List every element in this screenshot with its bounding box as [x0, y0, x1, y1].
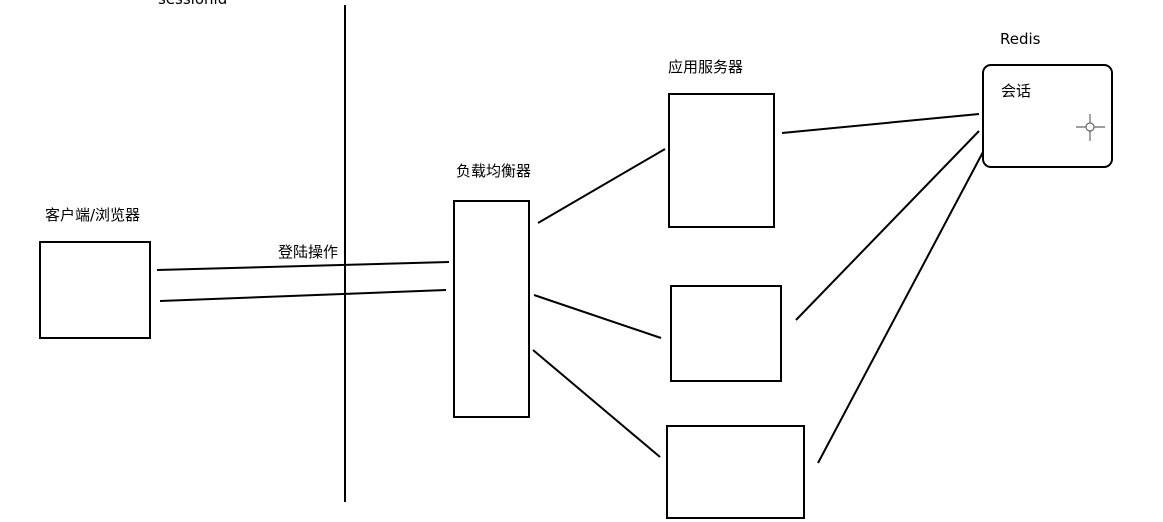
login-request-line [156, 261, 450, 271]
session-store-label: 会话 [1001, 82, 1031, 100]
client-box [39, 241, 151, 339]
app-server-label: 应用服务器 [668, 58, 743, 76]
lb-to-server-2-line [533, 294, 662, 339]
session-top-label: sessionid [158, 0, 227, 8]
server-1-to-redis-line [781, 113, 980, 134]
lb-to-server-3-line [532, 349, 661, 458]
login-label: 登陆操作 [278, 243, 338, 261]
redis-box [982, 64, 1113, 168]
login-response-line [159, 289, 447, 302]
client-label: 客户端/浏览器 [45, 206, 140, 224]
app-server-box-3 [666, 425, 805, 519]
server-2-to-redis-line [795, 130, 980, 321]
redis-label: Redis [1000, 30, 1041, 48]
server-3-to-redis-line [817, 151, 984, 464]
crosshair-move-icon [1076, 114, 1105, 141]
lb-to-server-1-line [537, 148, 666, 224]
load-balancer-label: 负载均衡器 [456, 162, 531, 180]
app-server-box-1 [668, 93, 775, 228]
app-server-box-2 [670, 285, 782, 382]
load-balancer-box [453, 200, 530, 418]
